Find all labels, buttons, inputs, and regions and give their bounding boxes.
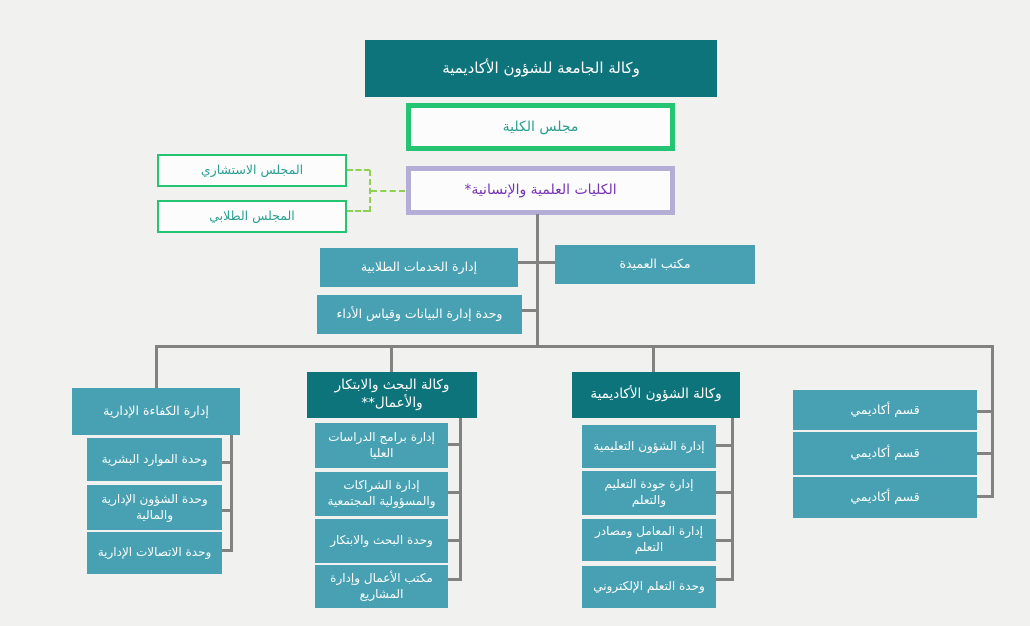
connector-stub-data-unit: [522, 309, 536, 312]
node-research-innovation-business-agency: وكالة البحث والابتكار والأعمال**: [307, 372, 477, 418]
node-partnerships-social-responsibility-dept: إدارة الشراكات والمسؤولية المجتمعية: [315, 472, 448, 516]
node-academic-dept-1: قسم أكاديمي: [793, 390, 977, 430]
connector-drop-branch0: [155, 345, 158, 388]
node-college-council: مجلس الكلية: [406, 103, 675, 151]
connector-stub-b2c1: [716, 491, 731, 494]
node-academic-dept-2: قسم أكاديمي: [793, 432, 977, 475]
connector-dash-vertical: [369, 170, 371, 212]
connector-stub-b1c0: [448, 443, 459, 446]
connector-branch0-vertical: [230, 435, 233, 552]
connector-stub-b1c3: [448, 578, 459, 581]
node-scientific-humanities-colleges: الكليات العلمية والإنسانية*: [406, 166, 675, 215]
node-business-projects-office: مكتب الأعمال وإدارة المشاريع: [315, 565, 448, 608]
node-teaching-learning-quality-dept: إدارة جودة التعليم والتعلم: [582, 471, 716, 515]
connector-drop-branch2: [652, 345, 655, 372]
connector-stub-b2c2: [716, 539, 731, 542]
node-data-management-unit: وحدة إدارة البيانات وقياس الأداء: [317, 295, 522, 334]
node-research-innovation-unit: وحدة البحث والابتكار: [315, 519, 448, 563]
node-admin-efficiency-dept: إدارة الكفاءة الإدارية: [72, 388, 240, 435]
node-academic-dept-3: قسم أكاديمي: [793, 477, 977, 518]
connector-stub-dean-office: [539, 261, 555, 264]
node-academic-affairs-agency: وكالة الشؤون الأكاديمية: [572, 372, 740, 418]
connector-branch1-vertical: [459, 418, 462, 581]
connector-stub-dept3: [977, 495, 991, 498]
node-student-council: المجلس الطلابي: [157, 200, 347, 233]
connector-drop-branch1: [390, 345, 393, 372]
connector-dash-advisory: [347, 169, 370, 171]
connector-stub-b0c0: [222, 461, 230, 464]
node-student-services-dept: إدارة الخدمات الطلابية: [320, 248, 518, 287]
node-hr-unit: وحدة الموارد البشرية: [87, 438, 222, 481]
node-elearning-unit: وحدة التعلم الإلكتروني: [582, 566, 716, 608]
connector-stub-b0c2: [222, 549, 230, 552]
connector-stub-b0c1: [222, 509, 230, 512]
connector-trunk: [155, 345, 994, 348]
connector-stub-dept1: [977, 410, 991, 413]
connector-dash-student-council: [347, 210, 369, 212]
node-educational-affairs-dept: إدارة الشؤون التعليمية: [582, 425, 716, 468]
node-labs-learning-resources-dept: إدارة المعامل ومصادر التعلم: [582, 519, 716, 561]
connector-stub-dept2: [977, 452, 991, 455]
connector-stub-b2c3: [716, 578, 731, 581]
connector-stub-b1c2: [448, 539, 459, 542]
connector-stub-student-services: [518, 261, 536, 264]
connector-dash-to-colleges: [371, 190, 405, 192]
node-graduate-programs-dept: إدارة برامج الدراسات العليا: [315, 423, 448, 468]
node-advisory-council: المجلس الاستشاري: [157, 154, 347, 187]
node-admin-communications-unit: وحدة الاتصالات الإدارية: [87, 532, 222, 574]
node-dean-office: مكتب العميدة: [555, 245, 755, 284]
connector-right-vertical: [991, 345, 994, 498]
connector-main-stem: [536, 214, 539, 346]
node-university-agency: وكالة الجامعة للشؤون الأكاديمية: [365, 40, 717, 97]
node-admin-financial-affairs-unit: وحدة الشؤون الإدارية والمالية: [87, 485, 222, 530]
connector-branch2-vertical: [731, 418, 734, 581]
connector-stub-b2c0: [716, 444, 731, 447]
connector-stub-b1c1: [448, 491, 459, 494]
